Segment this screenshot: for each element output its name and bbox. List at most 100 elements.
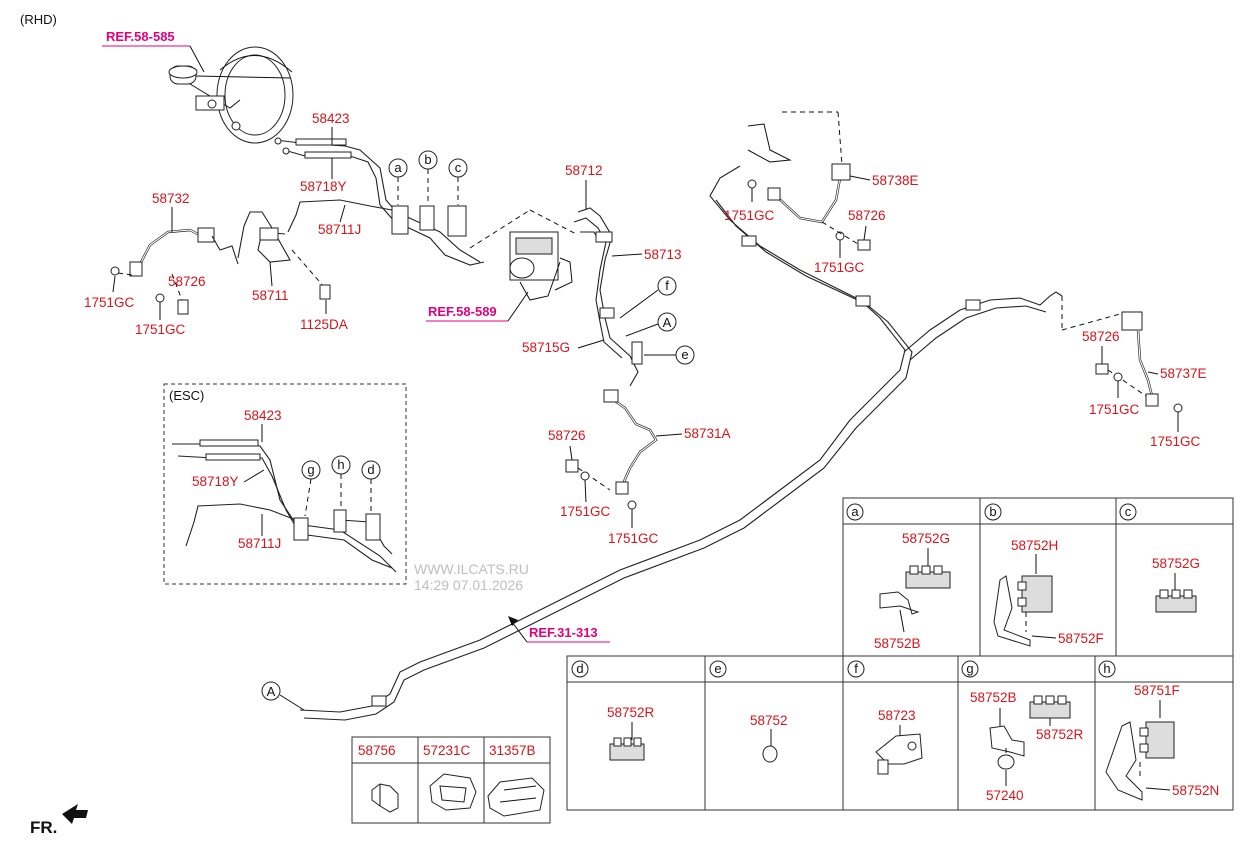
callout-g-esc[interactable]: g	[301, 460, 321, 517]
label-58726-d: 58726	[1082, 329, 1120, 344]
front-arrow-icon	[62, 804, 88, 824]
svg-text:b: b	[989, 504, 996, 519]
abs-modulator	[469, 209, 579, 301]
esc-label: (ESC)	[169, 388, 204, 403]
detail-b-part-2: 58752F	[1058, 631, 1104, 646]
svg-text:A: A	[663, 315, 672, 330]
svg-text:A: A	[267, 684, 276, 699]
svg-text:d: d	[576, 661, 583, 676]
detail-g-part-1: 58752B	[970, 690, 1017, 705]
detail-a-part-1: 58752G	[902, 531, 950, 546]
detail-a-part-2: 58752B	[874, 636, 921, 651]
detail-g: g 58752B 58752R 57240	[961, 660, 1084, 803]
hose-58732	[129, 227, 239, 277]
detail-h-part-1: 58751F	[1134, 683, 1180, 698]
small-part-header-1: 58756	[358, 743, 396, 758]
callout-f-mid[interactable]: f	[619, 276, 677, 319]
esc-inset-box	[163, 383, 407, 585]
detail-b: b 58752H 58752F	[984, 503, 1104, 647]
front-indicator-label: FR.	[30, 818, 57, 837]
detail-c-part-1: 58752G	[1152, 556, 1200, 571]
svg-text:f: f	[665, 278, 669, 293]
small-part-58756-image	[371, 783, 399, 813]
ref-31-313[interactable]: REF.31-313	[529, 625, 598, 640]
label-58738E: 58738E	[872, 173, 919, 188]
hose-58731A	[603, 389, 658, 495]
label-58731A: 58731A	[684, 426, 731, 441]
detail-e: e 58752	[709, 660, 788, 763]
detail-h: h 58751F 58752N	[1098, 660, 1219, 801]
callout-e-mid[interactable]: e	[644, 345, 695, 365]
detail-h-part-2: 58752N	[1172, 783, 1219, 798]
svg-text:h: h	[1103, 661, 1110, 676]
svg-text:a: a	[851, 504, 859, 519]
callout-A-mid[interactable]: A	[625, 312, 677, 337]
detail-c: c 58752G	[1119, 503, 1200, 613]
detail-f: f 58723	[847, 660, 923, 775]
variant-label: (RHD)	[20, 12, 57, 27]
label-1751GC-h: 1751GC	[1150, 434, 1201, 449]
ref-58-585[interactable]: REF.58-585	[106, 29, 175, 44]
callout-h-esc[interactable]: h	[331, 455, 351, 508]
label-58726-b: 58726	[548, 428, 586, 443]
hose-58737E	[1061, 296, 1159, 407]
callout-A-lower[interactable]: A	[261, 681, 305, 711]
callout-c-upper[interactable]: c	[448, 158, 468, 205]
label-58718Y: 58718Y	[300, 179, 347, 194]
callout-d-esc[interactable]: d	[361, 460, 381, 512]
esc-label-58423: 58423	[244, 408, 282, 423]
label-58711: 58711	[252, 288, 289, 303]
label-1751GC-b: 1751GC	[135, 322, 186, 337]
detail-e-part-1: 58752	[750, 713, 788, 728]
detail-table-top	[842, 497, 1234, 657]
svg-text:c: c	[1125, 504, 1132, 519]
label-1751GC-e: 1751GC	[724, 208, 775, 223]
detail-a: a 58752G 58752B	[846, 503, 951, 651]
svg-text:e: e	[681, 347, 688, 362]
svg-text:d: d	[367, 462, 374, 477]
svg-text:g: g	[966, 661, 973, 676]
label-1751GC-a: 1751GC	[84, 295, 135, 310]
hose-58738E	[747, 111, 851, 224]
tube-58423	[274, 137, 399, 223]
detail-g-part-3: 57240	[986, 788, 1024, 803]
detail-d: d 58752R	[571, 660, 655, 761]
clip-group-upper	[391, 205, 467, 237]
svg-text:e: e	[714, 661, 721, 676]
small-parts-table	[351, 736, 551, 824]
label-58711J: 58711J	[318, 222, 361, 237]
label-58726-c: 58726	[848, 208, 886, 223]
label-1751GC-f: 1751GC	[814, 260, 865, 275]
ref-58-589[interactable]: REF.58-589	[428, 304, 497, 319]
label-1125DA: 1125DA	[300, 317, 348, 332]
detail-g-part-2: 58752R	[1036, 727, 1084, 742]
esc-tubes	[172, 439, 397, 573]
watermark-date: 14:29 07.01.2026	[414, 577, 523, 593]
small-part-header-3: 31357B	[489, 743, 536, 758]
detail-b-part-1: 58752H	[1011, 538, 1058, 553]
label-58423: 58423	[312, 111, 350, 126]
rear-brake-line	[299, 165, 1063, 721]
detail-f-part-1: 58723	[878, 708, 916, 723]
esc-label-58711J: 58711J	[238, 536, 281, 551]
label-1751GC-g: 1751GC	[1089, 402, 1140, 417]
svg-text:b: b	[424, 152, 431, 167]
small-part-57231C-image	[429, 773, 477, 811]
svg-text:g: g	[307, 462, 314, 477]
detail-d-part-1: 58752R	[607, 705, 655, 720]
esc-label-58718Y: 58718Y	[192, 474, 239, 489]
callout-a-upper[interactable]: a	[388, 158, 408, 205]
svg-text:c: c	[455, 160, 462, 175]
label-58726-a: 58726	[168, 274, 206, 289]
label-58715G: 58715G	[522, 340, 570, 355]
label-58737E: 58737E	[1160, 366, 1207, 381]
label-1751GC-c: 1751GC	[560, 504, 611, 519]
small-part-header-2: 57231C	[423, 743, 471, 758]
detail-table-bottom	[566, 655, 1234, 811]
svg-text:f: f	[854, 661, 858, 676]
svg-text:a: a	[394, 160, 402, 175]
label-58713: 58713	[644, 247, 682, 262]
callout-b-upper[interactable]: b	[418, 150, 438, 205]
